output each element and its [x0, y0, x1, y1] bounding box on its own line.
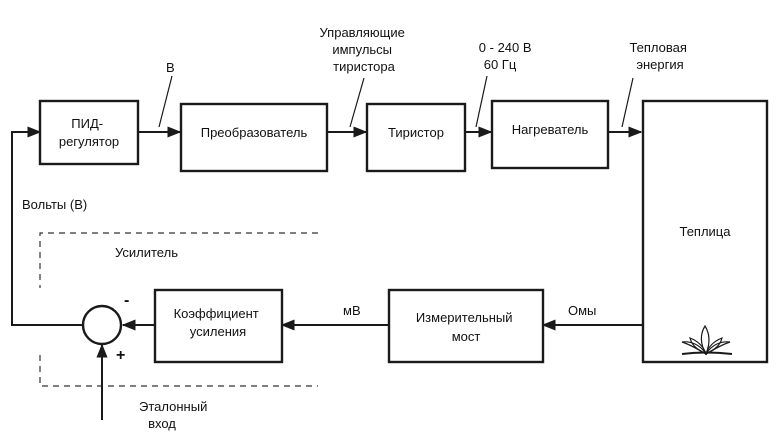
plus-sign: + — [116, 347, 125, 364]
heat-pointer — [621, 77, 634, 128]
volts-v-label: В — [166, 60, 175, 75]
pid-label: ПИД- регулятор — [59, 116, 119, 149]
amplifier-boundary — [39, 232, 318, 387]
millivolts-label: мВ — [343, 303, 361, 318]
summing-junction — [81, 304, 123, 346]
amplifier-label: Усилитель — [115, 245, 178, 260]
heater-label: Нагреватель — [512, 122, 589, 137]
greenhouse-label: Теплица — [679, 224, 731, 239]
heat-label: Тепловая энергия — [629, 40, 690, 72]
supply-pointer — [475, 75, 488, 128]
greenhouse-block — [641, 99, 769, 364]
ohms-label: Омы — [568, 303, 596, 318]
volts-pointer — [158, 75, 173, 128]
minus-sign: - — [124, 292, 129, 309]
converter-label: Преобразователь — [201, 125, 308, 140]
thyristor-label: Тиристор — [388, 125, 444, 140]
bridge-label: Измерительный мост — [416, 310, 516, 344]
reference-input-label: Эталонный вход — [139, 399, 211, 431]
thyristor-block — [365, 102, 467, 173]
supply-label: 0 - 240 В 60 Гц — [479, 40, 535, 72]
gain-block — [153, 288, 284, 364]
pulses-pointer — [349, 77, 365, 128]
summing-to-pid-line — [11, 126, 83, 326]
pid-block — [38, 99, 140, 166]
volts-feedback-label: Вольты (В) — [22, 197, 87, 212]
heater-block — [490, 99, 610, 170]
control-pulses-label: Управляющие импульсы тиристора — [320, 25, 409, 74]
bridge-block — [387, 288, 545, 364]
converter-block — [179, 102, 329, 173]
plant-icon — [681, 324, 733, 356]
gain-label: Коэффициент усиления — [174, 306, 263, 339]
